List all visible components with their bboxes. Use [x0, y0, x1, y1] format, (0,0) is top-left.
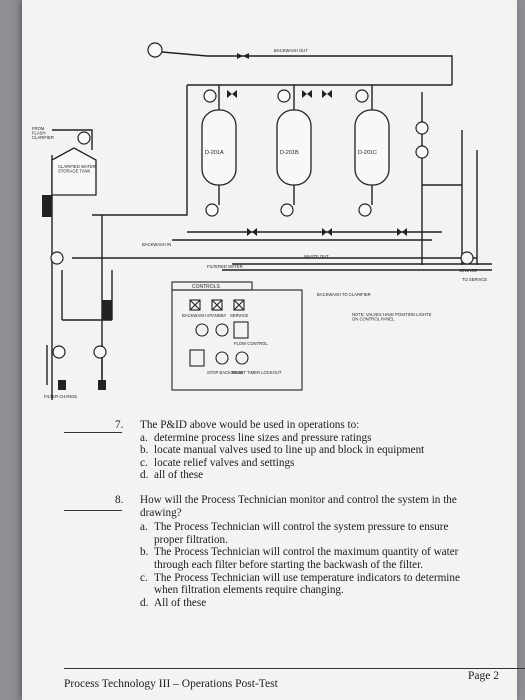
q7-option-d: d.all of these — [140, 469, 204, 482]
answer-blank-8[interactable] — [64, 510, 122, 511]
q7-option-b: b.locate manual valves used to line up a… — [140, 444, 425, 457]
answer-blank-7[interactable] — [64, 432, 122, 433]
vessel-label-c: D-201C — [358, 150, 377, 156]
footer-rule — [64, 668, 525, 669]
label-sewage: SEWAGE — [459, 268, 477, 273]
q8-option-d: d.All of these — [140, 596, 207, 609]
label-reset-timer: RESET TIMER LOCKOUT — [232, 370, 282, 375]
vessel-label-a: D-201A — [205, 150, 224, 156]
label-backwash-to-clarifier: BACKWASH TO CLARIFIER — [317, 292, 371, 297]
document-page: D-201A D-201B D-201C — [22, 0, 525, 700]
label-backwash-out: BACKWASH OUT — [274, 48, 308, 53]
pid-diagram: D-201A D-201B D-201C — [32, 42, 492, 400]
question-7: The P&ID above would be used in operatio… — [140, 419, 480, 482]
q8-option-a: a.The Process Technician will control th… — [140, 521, 449, 546]
footer-page-number: Page 2 — [468, 670, 499, 682]
vessel-d201b — [276, 109, 312, 186]
vessel-d201a — [201, 109, 237, 186]
q8-option-b: b.The Process Technician will control th… — [140, 546, 459, 571]
question-7-number: 7. — [115, 419, 124, 431]
label-flow-control: FLOW CONTROL — [234, 341, 268, 346]
vessel-label-b: D-201B — [280, 150, 299, 156]
label-waste-out: WASTE OUT — [304, 254, 329, 259]
label-stop-backwash: STOP BACKWASH — [207, 370, 243, 375]
q7-option-c: c.locate relief valves and settings — [140, 456, 295, 469]
label-filter-change: FILTER CHANGE — [44, 394, 77, 399]
storage-tank — [51, 147, 97, 196]
question-8-stem: How will the Process Technician monitor … — [140, 494, 457, 519]
label-backwash: BACKWASH — [182, 313, 206, 318]
question-8: How will the Process Technician monitor … — [140, 494, 465, 609]
q7-option-a: a.determine process line sizes and press… — [140, 431, 372, 444]
vessel-d201c — [354, 109, 390, 186]
label-backwash-in: BACKWASH IN — [142, 242, 171, 247]
label-service: SERVICE — [230, 313, 249, 318]
label-controls: CONTROLS — [192, 284, 220, 290]
label-to-service: TO SERVICE — [462, 277, 487, 282]
footer-course-title: Process Technology III – Operations Post… — [64, 678, 278, 690]
question-7-stem: The P&ID above would be used in operatio… — [140, 419, 360, 431]
label-filtered-water: FILTERED WATER — [207, 264, 243, 269]
question-8-number: 8. — [115, 494, 124, 506]
q8-option-c: c.The Process Technician will use temper… — [140, 571, 460, 597]
label-standby: STANDBY — [207, 313, 227, 318]
